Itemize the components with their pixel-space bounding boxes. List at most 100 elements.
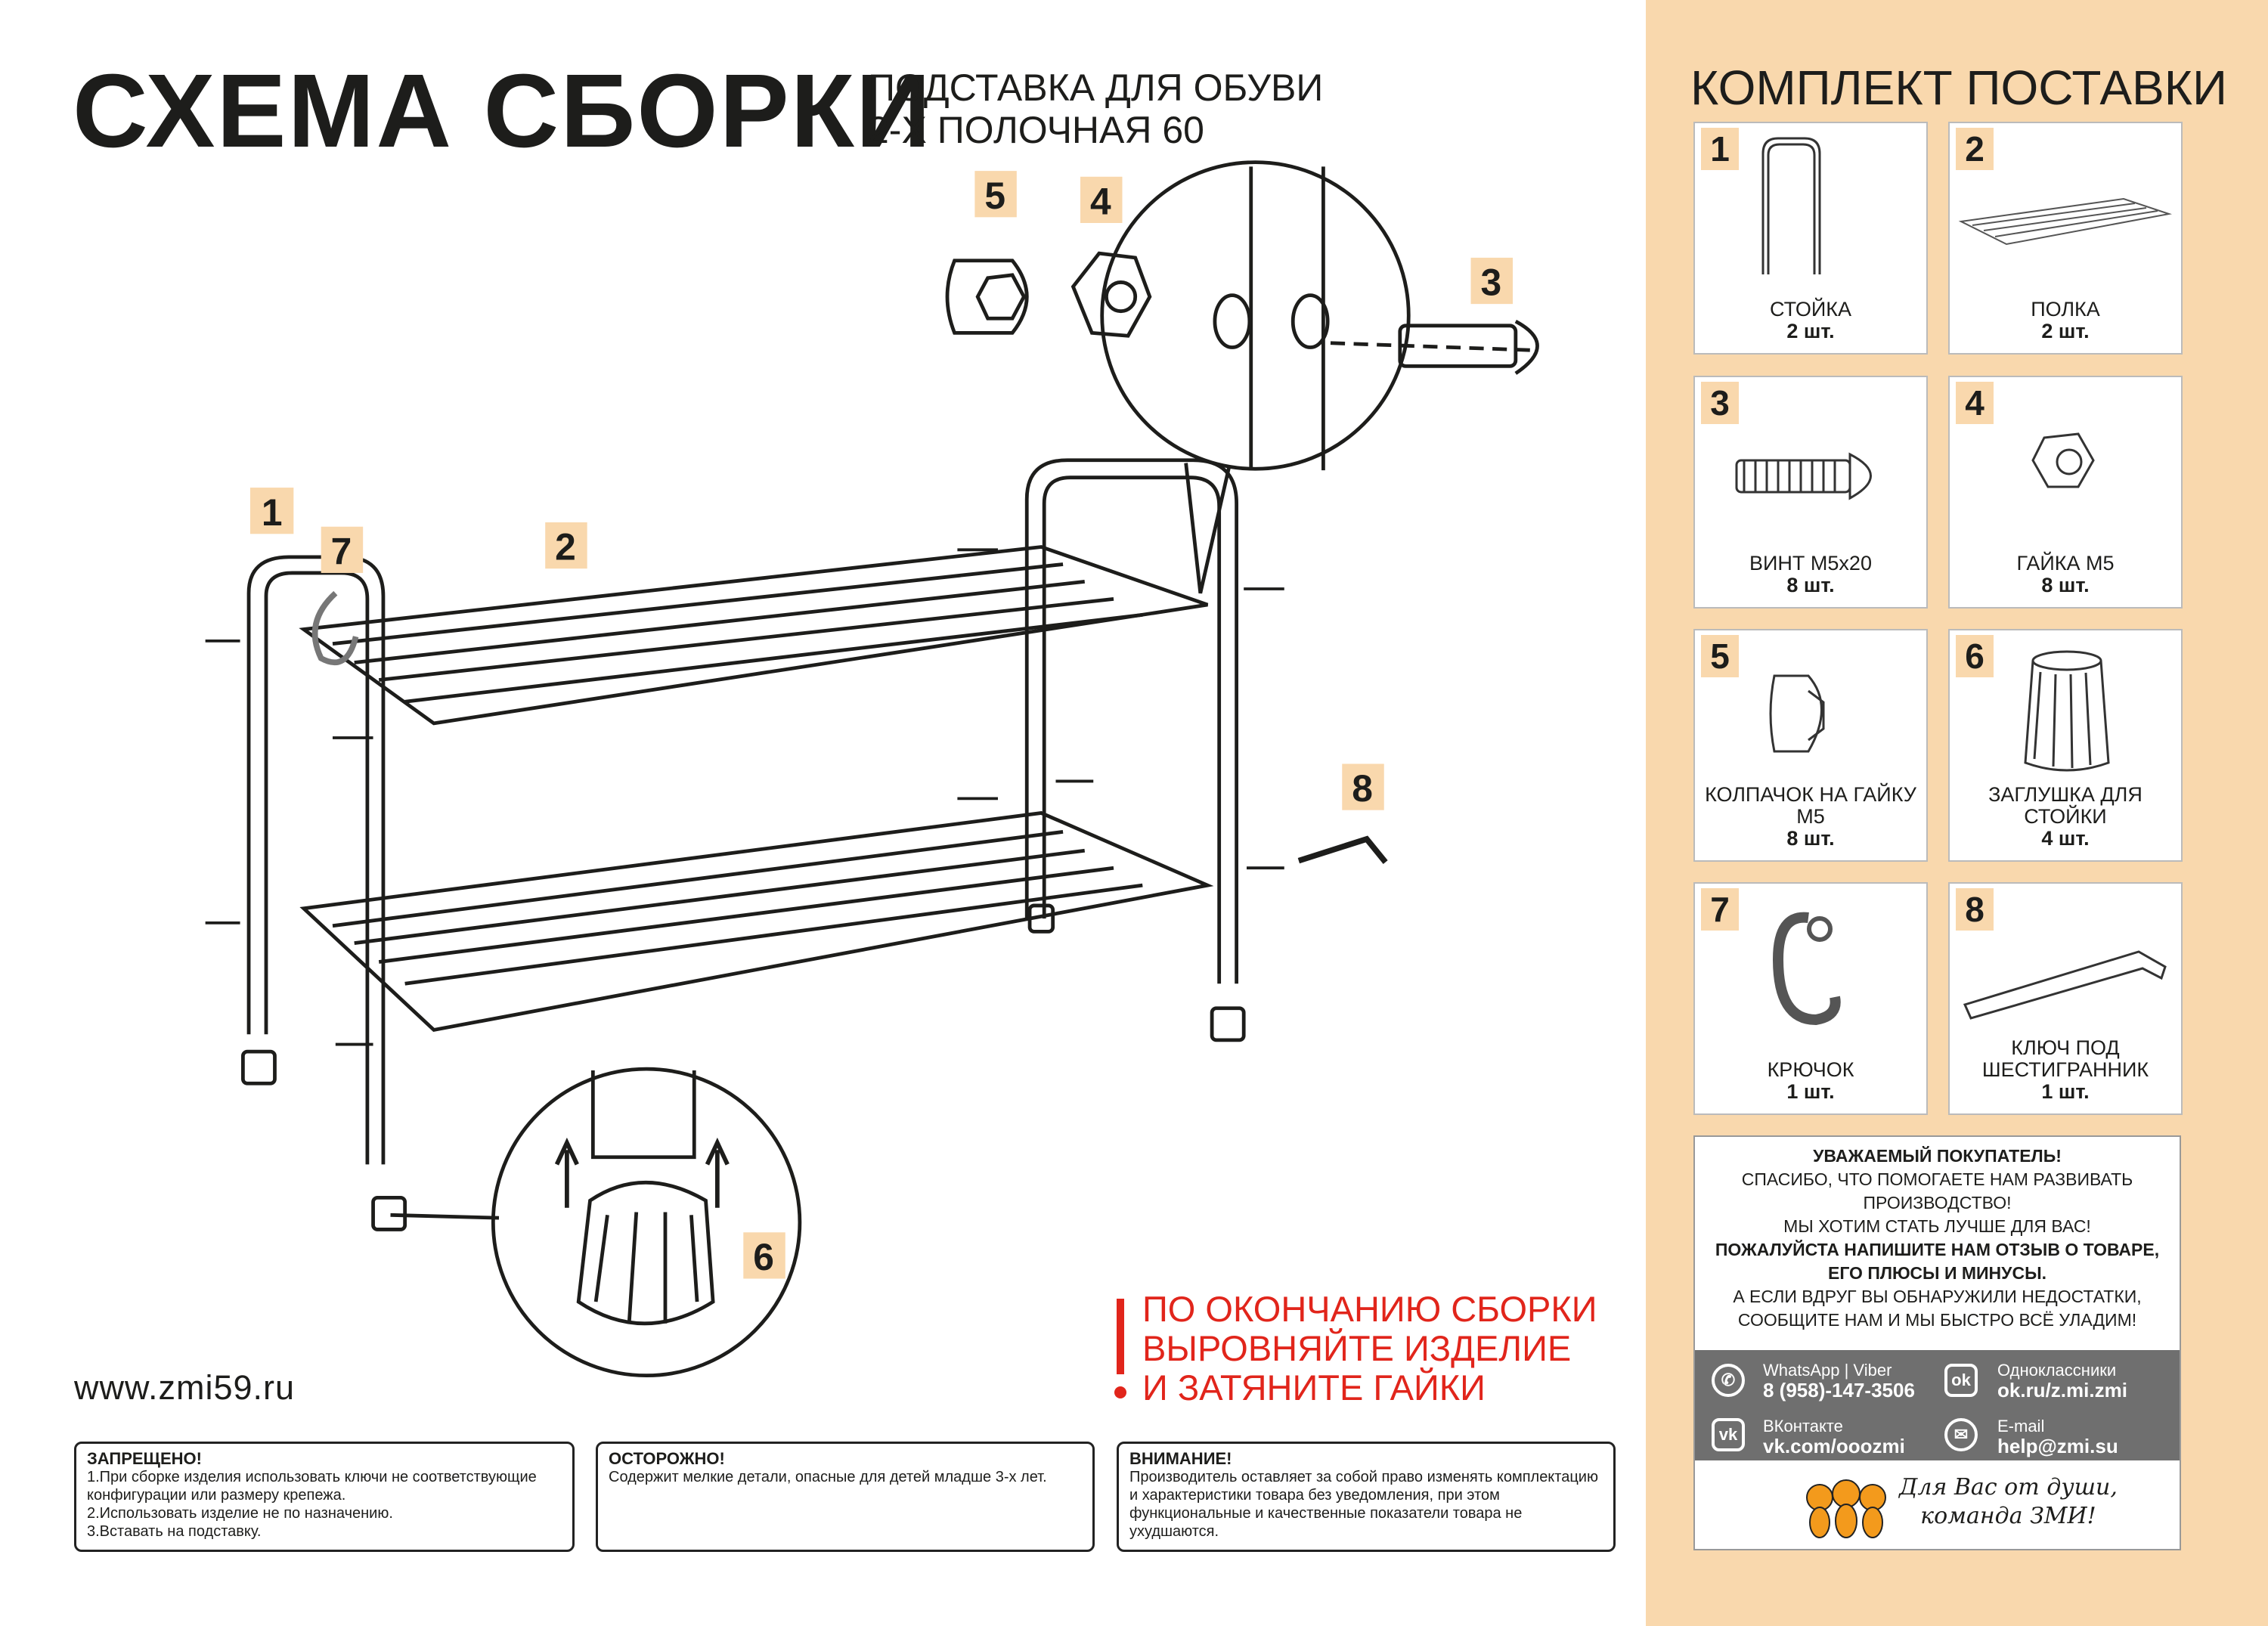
ants-mascot-logo	[1806, 1479, 1886, 1538]
signature: Для Вас от души,команда ЗМИ!	[1899, 1473, 2118, 1531]
message-text: СПАСИБО, ЧТО ПОМОГАЕТЕ НАМ РАЗВИВАТЬ ПРО…	[1741, 1169, 2133, 1213]
subtitle-line: 2-Х ПОЛОЧНАЯ 60	[868, 109, 1204, 151]
customer-message: УВАЖАЕМЫЙ ПОКУПАТЕЛЬ! СПАСИБО, ЧТО ПОМОГ…	[1693, 1135, 2181, 1550]
warning-box-forbidden: ЗАПРЕЩЕНО! 1.При сборке изделия использо…	[74, 1442, 575, 1552]
warning-title: ОСТОРОЖНО!	[609, 1449, 725, 1468]
warning-title: ЗАПРЕЩЕНО!	[87, 1449, 202, 1468]
callout-pointer	[1184, 463, 1232, 594]
shelf-icon	[1958, 197, 2172, 246]
item-name: ПОЛКА	[2031, 298, 2100, 321]
part-badge-1: 1	[262, 491, 283, 534]
item-name: КРЮЧОК	[1767, 1058, 1854, 1081]
cap-icon	[1769, 674, 1825, 753]
page-title: СХЕМА СБОРКИ	[73, 53, 933, 169]
assembly-diagram: 1 7 2 5 4 3 8 6	[205, 160, 1539, 1378]
part-badge-5: 5	[984, 175, 1005, 217]
item-number: 6	[1956, 635, 1994, 677]
part-badge-8: 8	[1352, 767, 1373, 810]
part-badge-4: 4	[1090, 181, 1111, 223]
part-badge-3: 3	[1480, 262, 1501, 304]
part-badge-2: 2	[555, 526, 576, 568]
contact-value: vk.com/ooozmi	[1763, 1435, 1905, 1457]
item-qty: 4 шт.	[2041, 827, 2090, 850]
part-badge-7: 7	[331, 530, 352, 572]
cap-detail	[554, 1070, 730, 1326]
contact-label: E-mail	[1997, 1417, 2045, 1436]
screws	[205, 548, 1284, 1046]
upper-shelf	[299, 545, 1209, 726]
message-text: ПОЖАЛУЙСТА НАПИШИТЕ НАМ ОТЗЫВ О ТОВАРЕ, …	[1715, 1240, 2160, 1283]
hook-icon	[1772, 912, 1841, 1026]
bolt-detail	[945, 166, 1539, 471]
email-icon: ✉	[1944, 1418, 1978, 1451]
hex-key-icon	[1963, 950, 2167, 1020]
item-qty: 1 шт.	[1786, 1080, 1835, 1103]
contact-label: ВКонтакте	[1763, 1417, 1843, 1436]
exclamation-icon	[1117, 1299, 1124, 1374]
item-qty: 8 шт.	[1786, 574, 1835, 596]
item-name: ВИНТ М5х20	[1749, 552, 1872, 575]
odnoklassniki-icon: ok	[1944, 1364, 1978, 1397]
notice-line: ВЫРОВНЯЙТЕ ИЗДЕЛИЕ	[1142, 1328, 1572, 1368]
item-qty: 1 шт.	[2041, 1080, 2090, 1103]
notice-line: И ЗАТЯНИТЕ ГАЙКИ	[1142, 1367, 1486, 1408]
screw-icon	[1735, 452, 1872, 500]
item-number: 1	[1701, 128, 1739, 170]
part-badge-6: 6	[753, 1236, 774, 1278]
left-frame	[246, 555, 386, 1165]
callout-pointer	[390, 1213, 500, 1220]
warning-box-caution: ОСТОРОЖНО! Содержит мелкие детали, опасн…	[596, 1442, 1095, 1552]
item-number: 8	[1956, 888, 1994, 931]
contact-value: ok.ru/z.mi.zmi	[1997, 1379, 2127, 1401]
item-qty: 2 шт.	[1786, 320, 1835, 342]
website-link[interactable]: www.zmi59.ru	[74, 1368, 296, 1407]
stand-icon	[1761, 137, 1821, 274]
lower-shelf	[299, 811, 1214, 1033]
contact-value: help@zmi.su	[1997, 1435, 2118, 1457]
signature-line: команда ЗМИ!	[1920, 1503, 2096, 1529]
hook	[311, 590, 359, 665]
warning-box-attention: ВНИМАНИЕ! Производитель оставляет за соб…	[1117, 1442, 1616, 1552]
message-heading: УВАЖАЕМЫЙ ПОКУПАТЕЛЬ!	[1813, 1146, 2062, 1166]
subtitle-line: ПОДСТАВКА ДЛЯ ОБУВИ	[868, 67, 1324, 109]
feet-caps	[240, 903, 1246, 1231]
vk-icon: vk	[1712, 1418, 1745, 1451]
message-text: МЫ ХОТИМ СТАТЬ ЛУЧШЕ ДЛЯ ВАС!	[1783, 1216, 2091, 1236]
message-text: А ЕСЛИ ВДРУГ ВЫ ОБНАРУЖИЛИ НЕДОСТАТКИ, С…	[1733, 1287, 2142, 1330]
item-name: ЗАГЛУШКА ДЛЯ СТОЙКИ	[1988, 783, 2143, 828]
item-number: 4	[1956, 382, 1994, 424]
item-number: 7	[1701, 888, 1739, 931]
item-number: 2	[1956, 128, 1994, 170]
kit-title: КОМПЛЕКТ ПОСТАВКИ	[1690, 60, 2227, 115]
item-name: КОЛПАЧОК НА ГАЙКУ М5	[1705, 783, 1916, 828]
item-qty: 8 шт.	[2041, 574, 2090, 596]
item-number: 5	[1701, 635, 1739, 677]
badge-backgrounds	[249, 171, 1514, 1279]
detail-circle-bolt	[1100, 160, 1411, 471]
warning-text: 2.Использовать изделие не по назначению.	[87, 1505, 393, 1522]
contact-value: 8 (958)-147-3506	[1763, 1379, 1915, 1401]
detail-circle-cap	[491, 1067, 802, 1378]
warning-text: Производитель оставляет за собой право и…	[1129, 1469, 1598, 1540]
plug-icon	[2024, 650, 2110, 772]
